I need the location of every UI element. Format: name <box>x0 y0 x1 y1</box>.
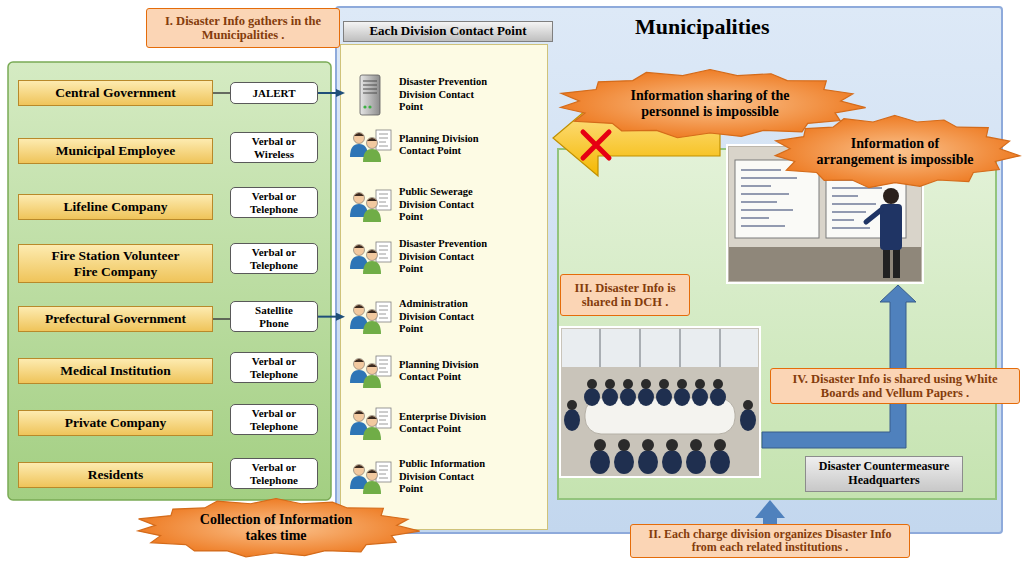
source-box: Residents <box>18 462 213 488</box>
problem-text: Collection of Information takes time <box>190 512 362 544</box>
source-box: Central Government <box>18 80 213 106</box>
whiteboard-photo <box>727 145 923 283</box>
channel-box: Verbal or Telephone <box>230 404 318 435</box>
division-name: Administration Division Contact Point <box>399 298 493 335</box>
division-name: Planning Division Contact Point <box>399 359 493 384</box>
source-name: Prefectural Government <box>45 311 186 327</box>
source-name: Residents <box>88 467 144 483</box>
source-box: Private Company <box>18 410 213 436</box>
channel-name: Satellite Phone <box>242 304 306 329</box>
channel-name: Verbal or Telephone <box>242 246 306 271</box>
step-callout: IV. Disaster Info is shared using White … <box>770 368 1020 404</box>
staff-icon <box>350 302 391 334</box>
channel-name: Verbal or Telephone <box>242 461 306 486</box>
problem-text: Information of arrangement is impossible <box>813 136 977 168</box>
staff-icon <box>350 356 391 388</box>
channel-name: JALERT <box>252 87 295 100</box>
channel-box: JALERT <box>230 82 318 104</box>
cross-mark <box>583 132 609 158</box>
source-box: Municipal Employee <box>18 138 213 164</box>
staff-icon <box>350 408 391 440</box>
connector-arrow <box>318 92 336 94</box>
staff-icon <box>350 242 391 274</box>
staff-icon <box>350 190 391 222</box>
meeting-photo <box>560 327 760 477</box>
channel-box: Verbal or Telephone <box>230 187 318 218</box>
source-box: Fire Station Volunteer Fire Company <box>18 244 213 283</box>
connector-arrow <box>318 316 336 318</box>
division-name: Public Information Division Contact Poin… <box>399 458 493 495</box>
problem-starburst: Information of arrangement is impossible <box>768 114 1022 190</box>
channel-name: Verbal or Telephone <box>242 407 306 432</box>
channel-box: Verbal or Telephone <box>230 458 318 489</box>
panel-label: Disaster Countermeasure Headquarters <box>805 456 963 492</box>
step-callout: III. Disaster Info is shared in DCH . <box>560 274 690 316</box>
contact-column: Each Division Contact PointDisaster Prev… <box>340 44 548 530</box>
division-name: Disaster Prevention Division Contact Poi… <box>399 76 493 113</box>
flow-arrow <box>763 518 777 524</box>
blocked-arrow <box>553 100 720 176</box>
division-name: Enterprise Division Contact Point <box>399 411 493 436</box>
channel-name: Verbal or Wireless <box>242 135 306 160</box>
source-name: Medical Institution <box>60 363 171 379</box>
source-name: Central Government <box>55 85 175 101</box>
problem-text: Information sharing of the personnel is … <box>604 88 816 120</box>
source-name: Lifeline Company <box>64 199 168 215</box>
connector-arrow <box>213 318 230 320</box>
source-box: Medical Institution <box>18 358 213 384</box>
starburst-outline <box>138 499 420 557</box>
division-name: Planning Division Contact Point <box>399 133 493 158</box>
source-box: Prefectural Government <box>18 306 213 332</box>
column-heading: Each Division Contact Point <box>343 21 553 42</box>
channel-box: Satellite Phone <box>230 301 318 332</box>
staff-icon <box>350 462 391 494</box>
division-name: Public Sewerage Division Contact Point <box>399 186 493 223</box>
problem-starburst: Collection of Information takes time <box>130 497 422 559</box>
panel-title: Municipalities <box>635 14 769 39</box>
flow-arrow <box>762 285 916 448</box>
source-name: Private Company <box>65 415 167 431</box>
channel-name: Verbal or Telephone <box>242 190 306 215</box>
callout-text: III. Disaster Info is shared in DCH . <box>566 281 684 309</box>
callout-text: II. Each charge division organizes Disas… <box>636 528 904 555</box>
source-name: Fire Station Volunteer Fire Company <box>41 248 191 279</box>
step-callout: I. Disaster Info gathers in the Municipa… <box>146 8 340 48</box>
connector-arrow <box>213 92 230 94</box>
channel-box: Verbal or Telephone <box>230 243 318 274</box>
step-callout: II. Each charge division organizes Disas… <box>630 524 910 558</box>
source-panel <box>8 62 331 500</box>
channel-box: Verbal or Telephone <box>230 352 318 383</box>
source-name: Municipal Employee <box>56 143 176 159</box>
channel-box: Verbal or Wireless <box>230 132 318 163</box>
division-name: Disaster Prevention Division Contact Poi… <box>399 238 493 275</box>
source-box: Lifeline Company <box>18 194 213 220</box>
callout-text: I. Disaster Info gathers in the Municipa… <box>152 14 334 42</box>
server-icon <box>360 75 380 115</box>
callout-text: IV. Disaster Info is shared using White … <box>776 372 1014 400</box>
channel-name: Verbal or Telephone <box>242 355 306 380</box>
staff-icon <box>350 130 391 162</box>
